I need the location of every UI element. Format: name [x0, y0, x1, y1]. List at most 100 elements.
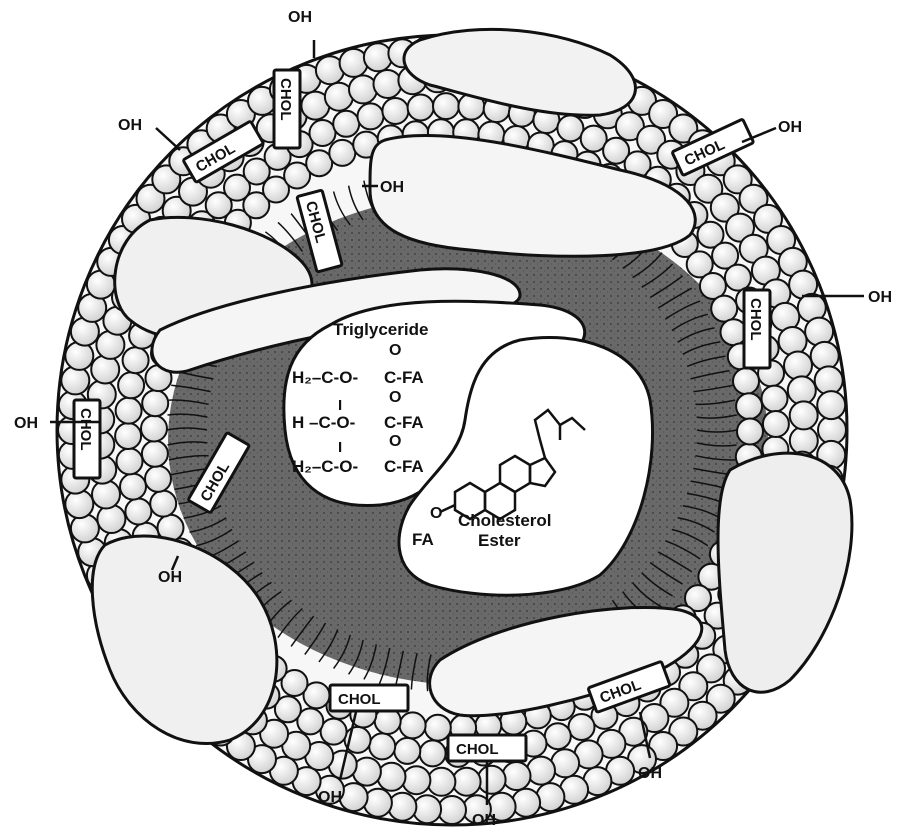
phospholipid-head	[374, 70, 402, 98]
triglyceride-title: Triglyceride	[333, 320, 428, 339]
phospholipid-head	[61, 366, 89, 394]
phospholipid-head	[733, 368, 759, 394]
hydroxyl-label: OH	[380, 179, 404, 196]
phospholipid-head	[433, 93, 459, 119]
phospholipid-head	[478, 766, 506, 794]
phospholipid-head	[408, 95, 434, 121]
ester-fatty-acid: FA	[412, 530, 434, 549]
phospholipid-head	[116, 398, 142, 424]
triglyceride-row-1-right: C-FA	[384, 368, 424, 387]
triglyceride-row-3-left: H₂–C-O-	[292, 457, 358, 476]
phospholipid-head	[321, 719, 347, 745]
cholesterol-ester-line-2: Ester	[478, 531, 521, 550]
phospholipid-head	[306, 150, 332, 176]
phospholipid-head	[784, 352, 812, 380]
phospholipid-head	[394, 738, 420, 764]
hydroxyl-label: OH	[778, 119, 802, 136]
phospholipid-head	[349, 75, 377, 103]
triglyceride-row-2-right: C-FA	[384, 413, 424, 432]
phospholipid-head	[145, 466, 171, 492]
cholesterol-box: CHOL	[74, 400, 100, 478]
phospholipid-head	[763, 411, 789, 437]
phospholipid-head	[150, 491, 176, 517]
phospholipid-head	[790, 427, 818, 455]
phospholipid-head	[141, 416, 167, 442]
phospholipid-head	[92, 481, 120, 509]
cholesterol-label: CHOL	[77, 408, 94, 451]
cholesterol-label: CHOL	[456, 741, 499, 758]
phospholipid-head	[427, 768, 455, 796]
hydroxyl-label: OH	[472, 812, 496, 829]
cholesterol-box: CHOL	[330, 685, 408, 711]
hydroxyl-label: OH	[14, 415, 38, 432]
triglyceride-row-2-left: H –C-O-	[292, 413, 355, 432]
phospholipid-head	[569, 714, 595, 740]
hydroxyl-label: OH	[158, 569, 182, 586]
phospholipid-head	[815, 366, 843, 394]
phospholipid-head	[118, 372, 144, 398]
phospholipid-head	[388, 793, 416, 821]
phospholipid-head	[817, 391, 845, 419]
hydroxyl-bond	[156, 128, 180, 150]
phospholipid-head	[512, 789, 540, 817]
apoprotein-right	[718, 453, 852, 692]
phospholipid-head	[420, 740, 446, 766]
phospholipid-head	[736, 393, 762, 419]
phospholipid-head	[310, 120, 336, 146]
phospholipid-head	[91, 356, 119, 384]
phospholipid-head	[120, 474, 146, 500]
phospholipid-head	[71, 514, 99, 542]
phospholipid-head	[711, 296, 737, 322]
hydroxyl-label: OH	[118, 117, 142, 134]
phospholipid-head	[818, 416, 846, 444]
triglyceride-row-3-right: C-FA	[384, 457, 424, 476]
phospholipid-head	[557, 115, 583, 141]
phospholipid-head	[737, 419, 763, 445]
phospholipid-head	[402, 766, 430, 794]
carbonyl-o-3: O	[389, 433, 401, 450]
carbonyl-o-1: O	[389, 342, 401, 359]
triglyceride-row-1-left: H₂–C-O-	[292, 368, 358, 387]
phospholipid-head	[527, 757, 555, 785]
ester-oxygen: O	[430, 505, 442, 522]
phospholipid-head	[117, 448, 143, 474]
phospholipid-head	[65, 342, 93, 370]
hydroxyl-label: OH	[288, 9, 312, 26]
phospholipid-head	[790, 401, 818, 429]
phospholipid-head	[788, 376, 816, 404]
phospholipid-head	[545, 723, 571, 749]
phospholipid-head	[123, 347, 149, 373]
backbone-bond-1: I	[338, 397, 342, 414]
phospholipid-head	[779, 327, 807, 355]
phospholipid-head	[333, 111, 359, 137]
cholesterol-box: CHOL	[274, 70, 300, 148]
phospholipid-head	[115, 423, 141, 449]
phospholipid-head	[805, 318, 833, 346]
phospholipid-head	[358, 103, 384, 129]
phospholipid-head	[503, 762, 531, 790]
phospholipid-head	[340, 49, 368, 77]
phospholipid-head	[378, 763, 406, 791]
phospholipid-head	[329, 140, 355, 166]
phospholipid-head	[369, 733, 395, 759]
phospholipid-head	[438, 796, 466, 824]
cholesterol-box: CHOL	[744, 290, 770, 368]
phospholipid-head	[142, 390, 168, 416]
cholesterol-box: CHOL	[448, 735, 526, 761]
cholesterol-label: CHOL	[277, 78, 294, 121]
hydroxyl-label: OH	[318, 789, 342, 806]
hydroxyl-label: OH	[868, 289, 892, 306]
phospholipid-head	[382, 98, 408, 124]
cholesterol-label: CHOL	[747, 298, 764, 341]
phospholipid-head	[65, 490, 93, 518]
phospholipid-head	[811, 342, 839, 370]
phospholipid-head	[413, 795, 441, 823]
phospholipid-head	[364, 789, 392, 817]
cholesterol-ester-line-1: Cholesterol	[458, 511, 552, 530]
hydroxyl-label: OH	[638, 765, 662, 782]
phospholipid-head	[453, 768, 481, 796]
phospholipid-head	[142, 441, 168, 467]
phospholipid-head	[364, 43, 392, 71]
phospholipid-head	[400, 712, 426, 738]
